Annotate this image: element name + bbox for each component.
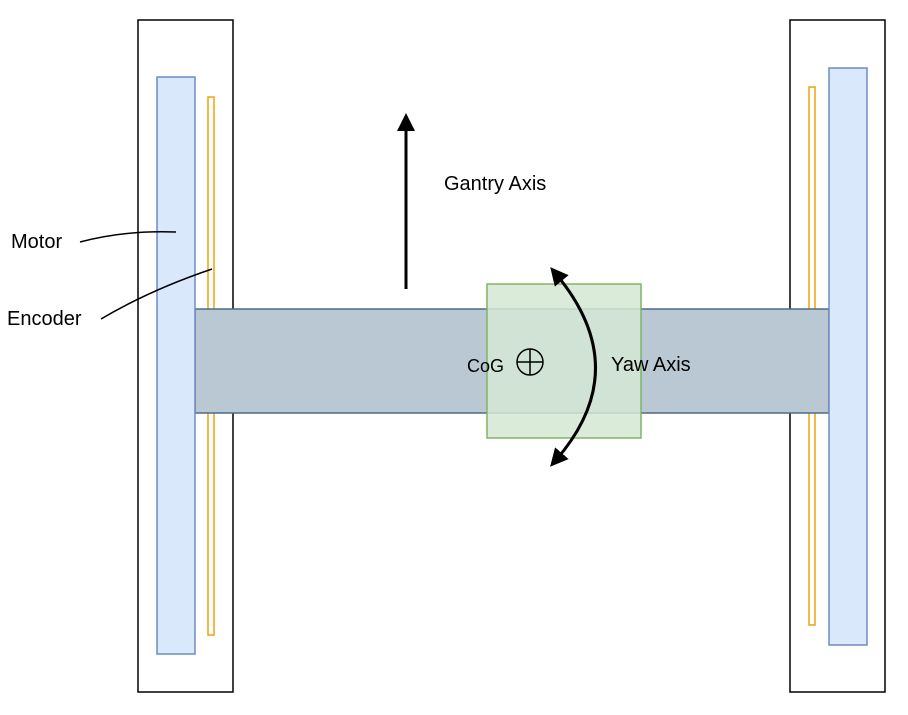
gantry-axis-label: Gantry Axis — [444, 173, 546, 195]
cog-label: CoG — [467, 356, 504, 376]
curved-double-arrow-icon — [550, 267, 597, 467]
encoder-leader-line — [100, 268, 213, 320]
yaw-axis-label: Yaw Axis — [611, 354, 691, 376]
encoder-label: Encoder — [7, 308, 82, 330]
motor-leader-line — [79, 230, 177, 243]
left-motor — [156, 76, 196, 655]
circled-plus-icon — [516, 348, 544, 376]
motor-label: Motor — [11, 231, 62, 253]
right-motor — [828, 67, 868, 646]
